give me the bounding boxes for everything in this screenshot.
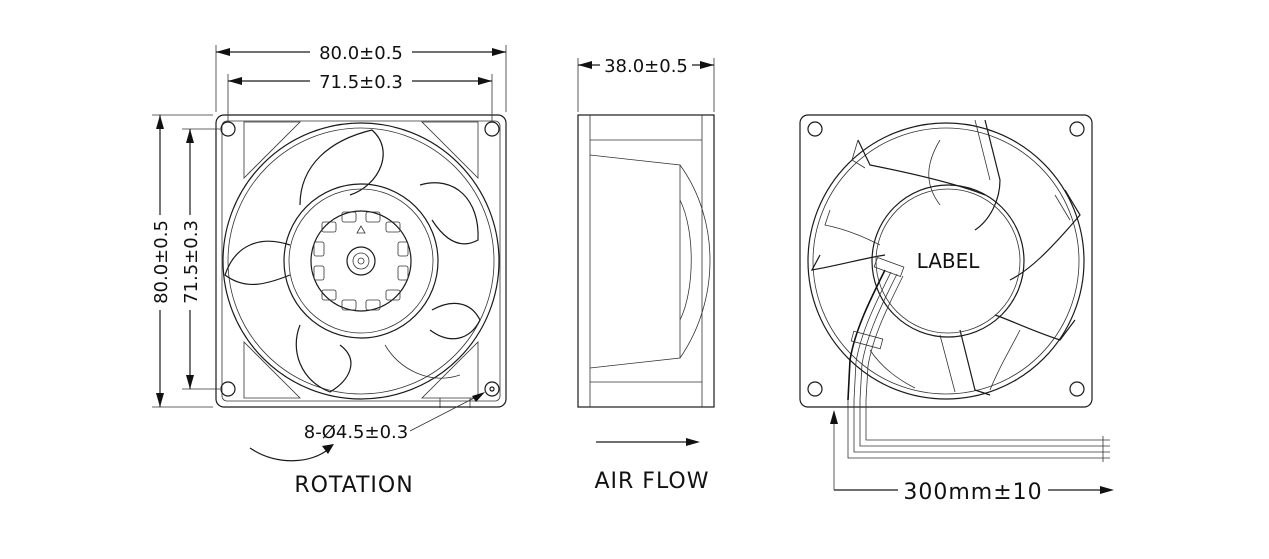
side-dimensions: 38.0±0.5 — [577, 56, 715, 446]
wire-bundle — [847, 257, 905, 401]
side-view — [577, 114, 715, 408]
hub-slots — [313, 211, 409, 311]
mounting-hole — [807, 121, 1085, 397]
rotation-caption: ROTATION — [294, 473, 413, 498]
hub-label: LABEL — [917, 249, 981, 273]
cable-length-label: 300mm±10 — [903, 480, 1042, 505]
front-width-hole-label: 71.5±0.3 — [319, 72, 403, 93]
hole-spec-label: 8-Ø4.5±0.3 — [304, 422, 408, 443]
front-height-hole-label: 71.5±0.3 — [181, 220, 202, 304]
side-depth-label: 38.0±0.5 — [604, 56, 688, 77]
front-dimensions: 80.0±0.5 71.5±0.3 80.0±0.5 71.5±0.3 8-Ø4… — [151, 43, 507, 462]
air-flow-caption: AIR FLOW — [594, 469, 709, 494]
front-height-outer-label: 80.0±0.5 — [151, 220, 172, 304]
cable-dimension: 300mm±10 — [830, 410, 1114, 505]
front-view — [215, 114, 507, 408]
rear-struts — [810, 119, 1081, 396]
front-blades — [224, 129, 481, 393]
front-width-outer-label: 80.0±0.5 — [319, 43, 403, 64]
mounting-hole — [220, 121, 500, 397]
rear-view: LABEL — [799, 114, 1110, 462]
cable-leads — [847, 400, 1110, 462]
